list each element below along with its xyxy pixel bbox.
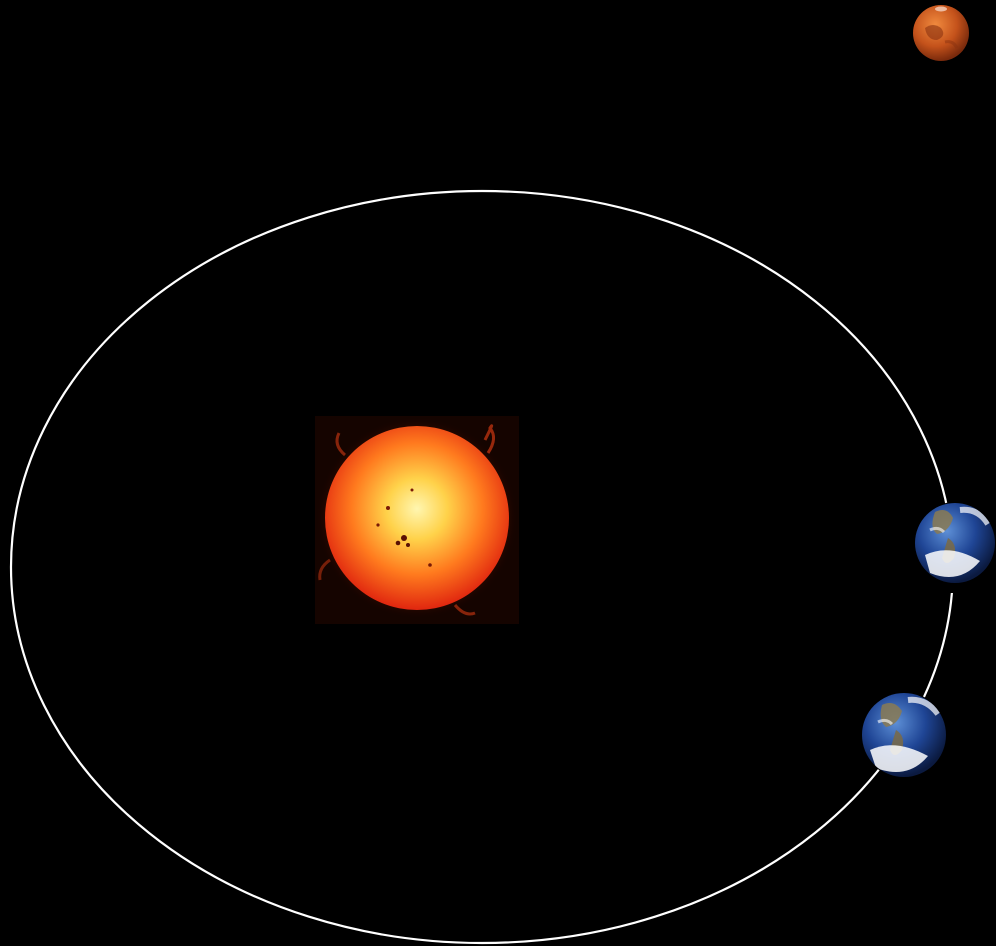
earth-icon (914, 502, 996, 593)
earth-icon (861, 692, 947, 778)
sun-icon (315, 416, 519, 624)
mars-icon (913, 5, 969, 61)
